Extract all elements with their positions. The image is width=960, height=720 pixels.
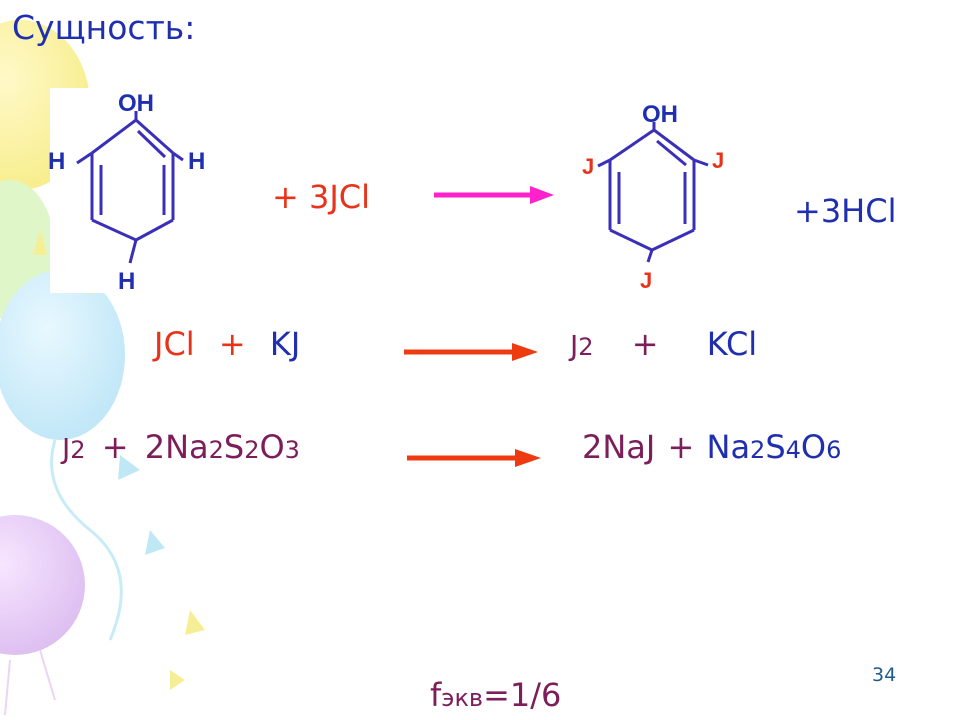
reaction3-j: J bbox=[62, 432, 71, 465]
reaction3-plus-right: + bbox=[667, 428, 695, 466]
reaction3-na: 2Na bbox=[144, 428, 209, 466]
product-3hcl: +3HCl bbox=[794, 192, 897, 230]
reaction2-plus-left: + bbox=[218, 325, 246, 363]
slide-number: 34 bbox=[872, 664, 897, 686]
reaction2-left: JCl + KJ bbox=[154, 325, 300, 363]
reaction-arrow-1 bbox=[434, 186, 554, 204]
reaction3-s-subscript-right: 4 bbox=[785, 436, 801, 464]
phenol-backing bbox=[50, 88, 200, 293]
reaction3-s-right: S bbox=[765, 428, 786, 466]
equivalence-factor: fэкв=1/6 bbox=[430, 676, 561, 714]
reaction2-kcl: KCl bbox=[706, 325, 758, 363]
reagent-3jcl: + 3JCl bbox=[272, 178, 371, 216]
reaction3-na-subscript: 2 bbox=[208, 436, 224, 464]
triiodophenol-j-left: J bbox=[582, 154, 594, 179]
reaction3-right: 2NaJ + Na2S4O6 bbox=[582, 428, 841, 466]
reaction3-na-subscript-right: 2 bbox=[750, 436, 766, 464]
balloon-purple bbox=[0, 515, 85, 655]
balloon-blue bbox=[0, 270, 125, 440]
reaction3-s-subscript: 2 bbox=[244, 436, 260, 464]
phenol-oh-label: OH bbox=[118, 90, 154, 117]
triiodophenol-j-bottom: J bbox=[640, 268, 652, 293]
reaction3-left: J2 + 2Na2S2O3 bbox=[62, 428, 300, 466]
reaction3-2naj: 2NaJ bbox=[582, 428, 656, 466]
phenol-h-bottom: H bbox=[118, 268, 135, 295]
reaction2-j: J bbox=[570, 329, 579, 362]
triiodophenol-structure: OH J J J bbox=[582, 101, 724, 293]
reaction3-o-right: O bbox=[800, 428, 827, 466]
reaction2-kj: KJ bbox=[269, 325, 301, 363]
reaction3-o-subscript: 3 bbox=[284, 436, 300, 464]
triiodophenol-oh-label: OH bbox=[642, 101, 678, 128]
equivalence-value: =1/6 bbox=[483, 676, 562, 714]
equivalence-f: f bbox=[430, 676, 442, 714]
reaction-arrow-3 bbox=[407, 449, 541, 467]
reaction3-o: O bbox=[259, 428, 285, 466]
phenol-h-left: H bbox=[48, 148, 65, 175]
triiodophenol-j-right: J bbox=[712, 148, 724, 173]
reaction3-plus-left: + bbox=[101, 428, 129, 466]
reaction3-o-subscript-right: 6 bbox=[826, 436, 842, 464]
phenol-h-right: H bbox=[188, 148, 205, 175]
reaction2-j-subscript: 2 bbox=[578, 333, 594, 361]
phenol-structure: OH H H H bbox=[48, 90, 205, 295]
reaction-arrow-2 bbox=[404, 343, 538, 361]
reaction3-s: S bbox=[223, 428, 245, 466]
reaction2-right: J2 + KCl bbox=[570, 325, 757, 363]
reaction3-na-right: Na bbox=[706, 428, 751, 466]
reaction2-jcl: JCl bbox=[154, 325, 195, 363]
equivalence-subscript: экв bbox=[441, 684, 484, 712]
reaction2-plus-right: + bbox=[631, 325, 659, 363]
page-title: Сущность: bbox=[12, 8, 196, 47]
reaction3-j-subscript: 2 bbox=[70, 436, 86, 464]
